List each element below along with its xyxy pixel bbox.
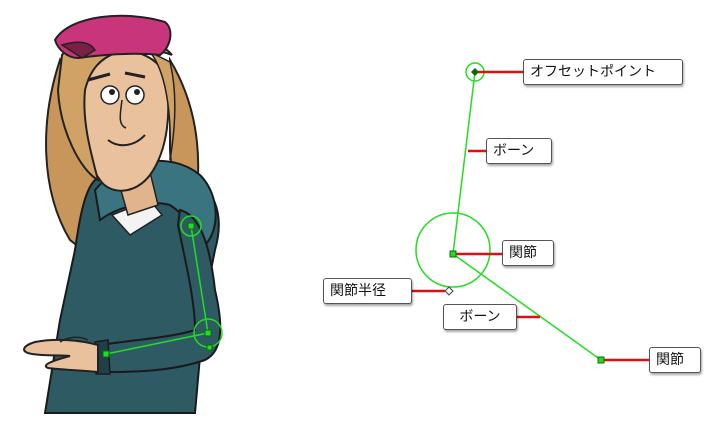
hand bbox=[23, 338, 99, 374]
mid-joint-handle[interactable] bbox=[449, 250, 457, 258]
callout-joint-end: 関節 bbox=[649, 347, 701, 373]
left-eye bbox=[100, 85, 120, 105]
callout-joint-mid: 関節 bbox=[502, 240, 554, 266]
shoulder-handle[interactable] bbox=[187, 222, 195, 230]
mouth bbox=[107, 134, 146, 147]
joint-radius-circle bbox=[415, 212, 491, 288]
joint-radius-handle[interactable] bbox=[444, 286, 454, 296]
left-pupil bbox=[109, 89, 115, 95]
elbow-handle[interactable] bbox=[204, 329, 212, 337]
lower-bone bbox=[452, 253, 602, 361]
cap-band bbox=[60, 41, 97, 59]
upper-arm-bone bbox=[190, 225, 209, 334]
rig-schematic bbox=[412, 62, 650, 364]
sleeve bbox=[98, 208, 222, 374]
end-joint-handle[interactable] bbox=[597, 356, 605, 364]
callout-bone-lower: ボーン bbox=[443, 304, 517, 330]
callout-offset-point: オフセットポイント bbox=[523, 59, 683, 85]
hair-strands bbox=[149, 51, 176, 161]
shoulder-joint-radius bbox=[180, 215, 202, 237]
forearm-bone bbox=[105, 332, 209, 355]
callout-joint-radius: 関節半径 bbox=[323, 278, 412, 304]
offset-point-diamond[interactable] bbox=[471, 68, 479, 76]
elbow-radius-handle[interactable] bbox=[206, 344, 213, 351]
nose bbox=[119, 99, 127, 129]
right-pupil bbox=[134, 89, 140, 95]
wrist-handle[interactable] bbox=[102, 350, 110, 358]
upper-bone bbox=[452, 71, 476, 255]
hand-fingers bbox=[59, 336, 89, 343]
right-eye bbox=[125, 85, 145, 105]
arm-rig-overlay bbox=[102, 215, 223, 358]
brow bbox=[87, 71, 146, 82]
callout-bone-upper: ボーン bbox=[486, 138, 552, 164]
